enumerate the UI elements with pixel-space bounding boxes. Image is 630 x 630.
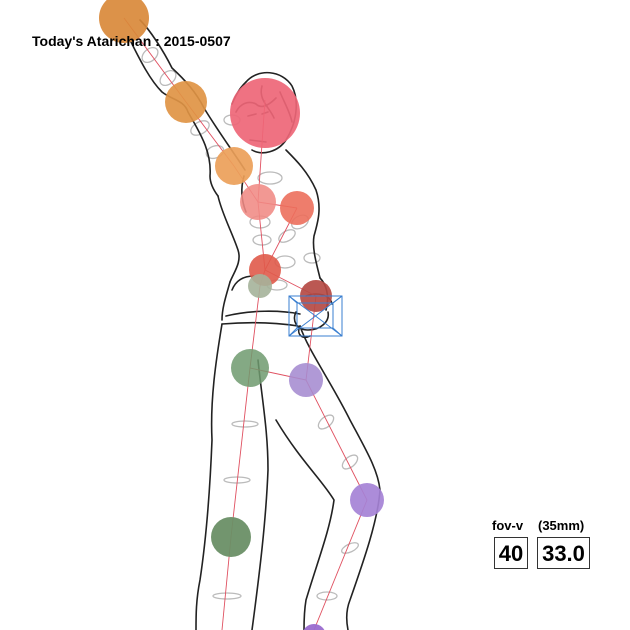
joint-shoulder-right bbox=[280, 191, 314, 225]
joint-hip-left bbox=[231, 349, 269, 387]
joint-forearm bbox=[215, 147, 253, 185]
joint-shoulder-left bbox=[240, 184, 276, 220]
fov-label: fov-v bbox=[492, 518, 524, 533]
fov-value-field[interactable]: 40 bbox=[494, 537, 528, 569]
joint-knee-left bbox=[211, 517, 251, 557]
joint-head bbox=[230, 78, 300, 148]
selection-gizmo[interactable] bbox=[288, 295, 343, 337]
joint-spine bbox=[248, 274, 272, 298]
page-title: Today's Atarichan : 2015-0507 bbox=[32, 33, 231, 49]
lens-label: (35mm) bbox=[538, 518, 585, 533]
joint-knee-right bbox=[350, 483, 384, 517]
lens-value-field[interactable]: 33.0 bbox=[537, 537, 590, 569]
joints[interactable] bbox=[99, 0, 384, 630]
joint-ankle-right bbox=[303, 624, 325, 630]
joint-hand bbox=[99, 0, 149, 43]
joint-elbow bbox=[165, 81, 207, 123]
joint-thigh-right bbox=[289, 363, 323, 397]
